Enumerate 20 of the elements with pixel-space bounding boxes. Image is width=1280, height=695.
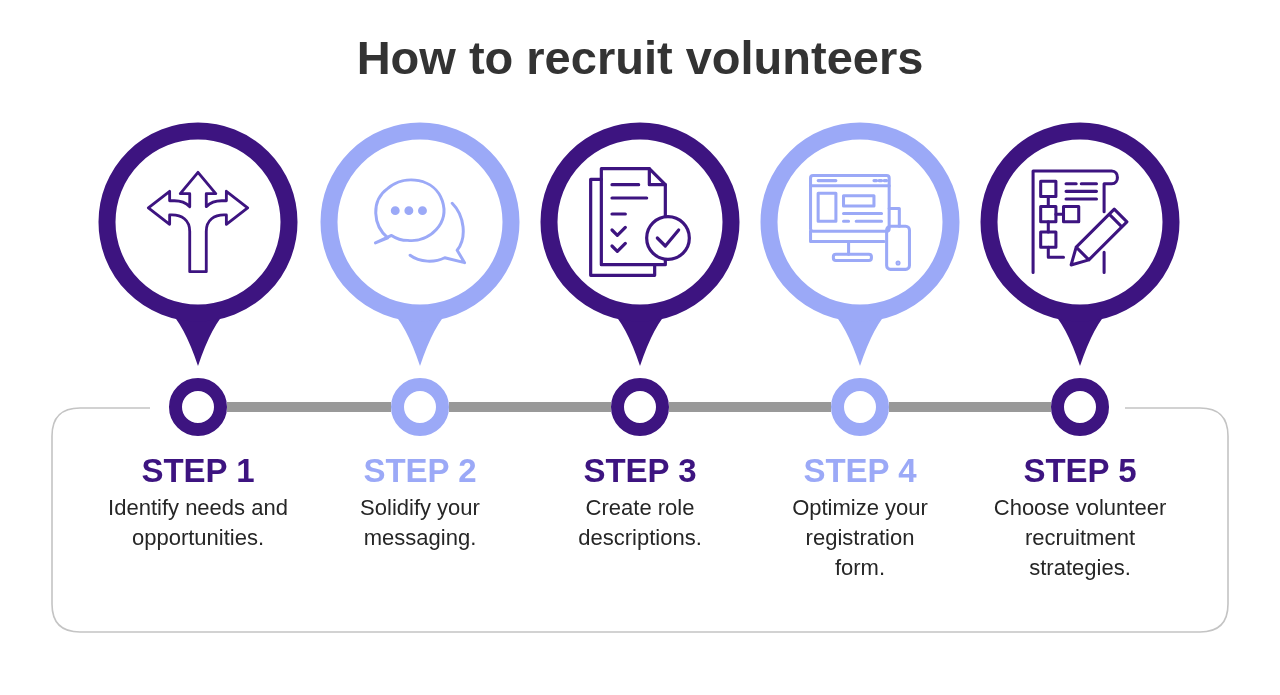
step-description: Optimize your registration form. bbox=[791, 494, 929, 582]
timeline-line bbox=[449, 402, 611, 412]
timeline-marker bbox=[1051, 378, 1109, 436]
step-label: STEP 4 bbox=[803, 451, 917, 491]
step-label: STEP 2 bbox=[363, 451, 477, 491]
timeline-marker bbox=[169, 378, 227, 436]
step-label: STEP 1 bbox=[141, 451, 255, 491]
title: How to recruit volunteers bbox=[356, 33, 924, 83]
timeline-marker bbox=[831, 378, 889, 436]
step-description: Identify needs and opportunities. bbox=[107, 494, 289, 552]
step-description: Solidify your messaging. bbox=[359, 494, 481, 552]
timeline-line bbox=[227, 402, 391, 412]
step-description: Choose volunteer recruitment strategies. bbox=[992, 494, 1168, 582]
timeline-marker bbox=[391, 378, 449, 436]
timeline-line bbox=[889, 402, 1051, 412]
step-description: Create role descriptions. bbox=[577, 494, 703, 552]
timeline-marker bbox=[611, 378, 669, 436]
step-label: STEP 5 bbox=[1023, 451, 1137, 491]
timeline-line bbox=[669, 402, 831, 412]
step-label: STEP 3 bbox=[583, 451, 697, 491]
